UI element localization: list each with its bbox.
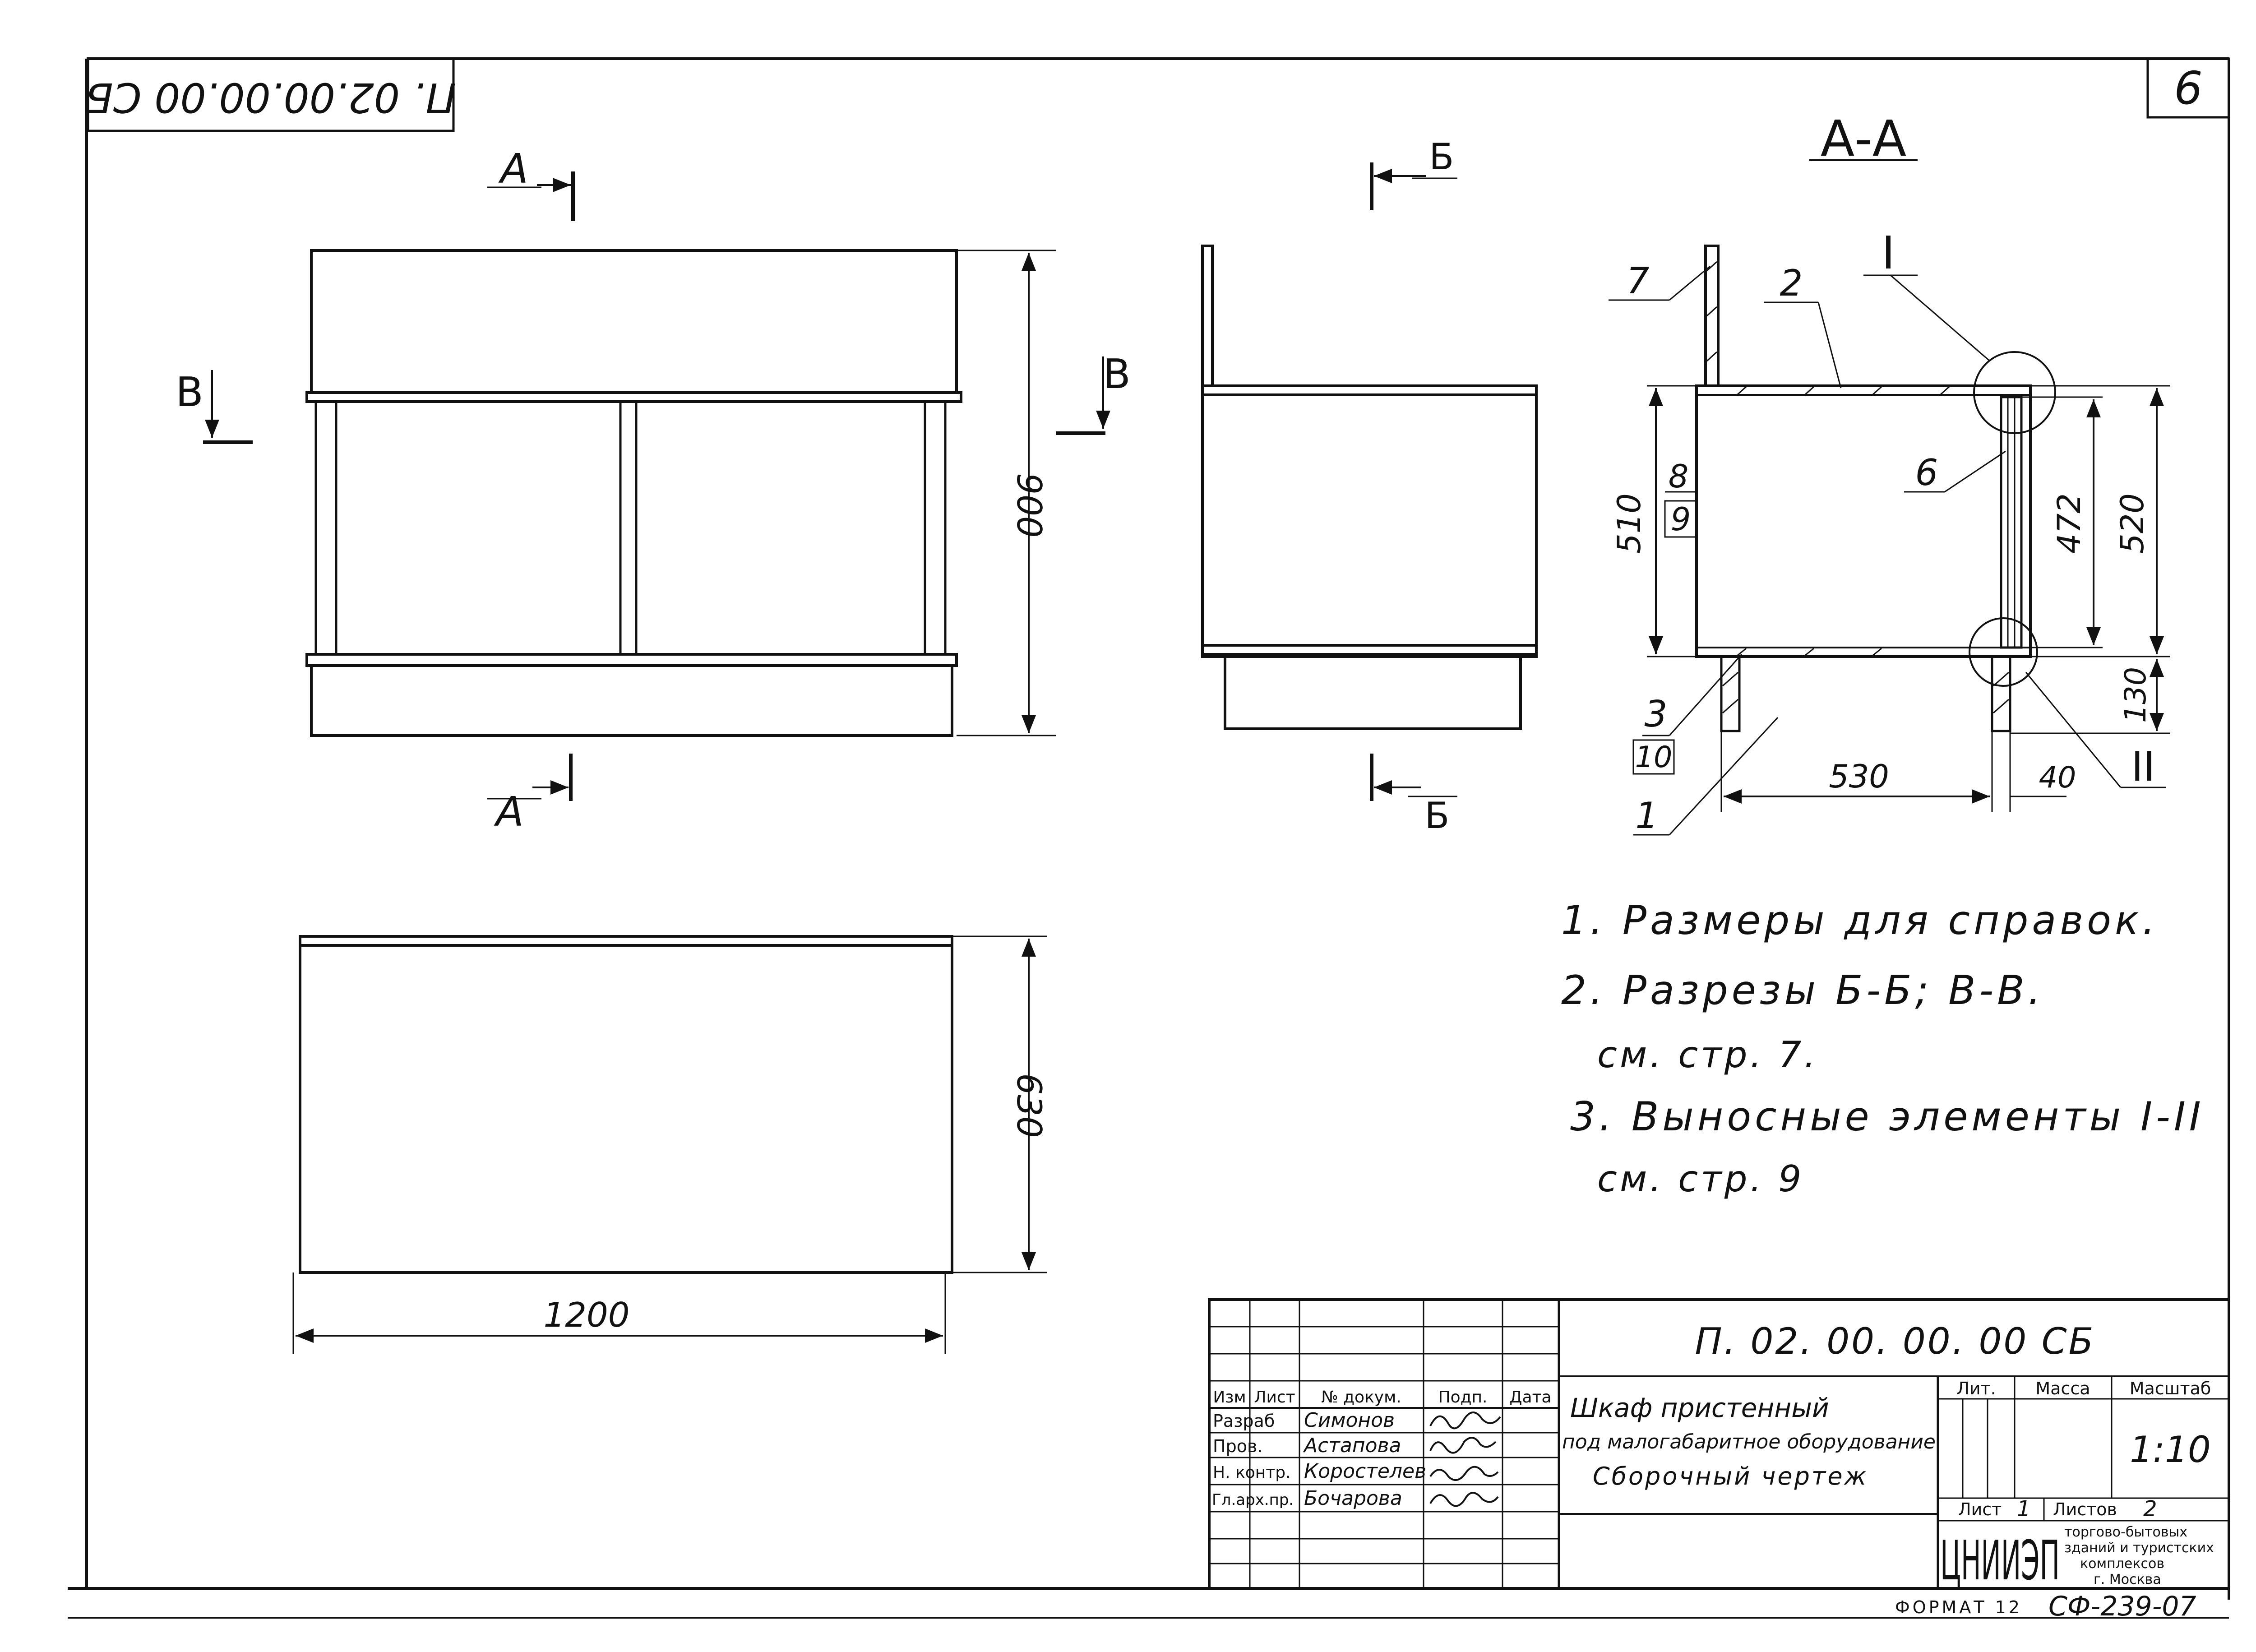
dim-depth-630: 630	[1009, 1073, 1049, 1138]
revision-grid	[1209, 1300, 1559, 1588]
note-3: 3. Выносные элементы I-II	[1570, 1093, 2205, 1140]
org-line3: комплексов	[2080, 1556, 2164, 1572]
sheet-frame	[68, 57, 2230, 1619]
section-a-a: А-А 7 2	[1609, 110, 2170, 837]
name-checker: Астапова	[1303, 1434, 1401, 1457]
section-mark-v-right: В	[1103, 351, 1131, 398]
section-mark-v-left: В	[176, 369, 203, 416]
format-label: ФОРМАТ 12	[1895, 1597, 2022, 1617]
plan-view: 630 1200	[292, 935, 1049, 1354]
rotated-code-stamp: П. 02.00.00.00 СБ	[85, 57, 456, 132]
dim-width-1200: 1200	[544, 1295, 630, 1335]
section-mark-b-bottom: Б	[1425, 795, 1450, 837]
sheet-value: 1	[2017, 1496, 2031, 1522]
col-header-date: Дата	[1509, 1388, 1551, 1407]
mass-label: Масса	[2035, 1379, 2090, 1398]
side-view: Б Б	[1201, 136, 1538, 837]
note-2-ref: см. стр. 7.	[1597, 1034, 1818, 1076]
callout-9: 9	[1671, 501, 1691, 538]
lit-label: Лит.	[1956, 1379, 1996, 1398]
detail-mark-ii: II	[2131, 743, 2155, 791]
dim-40: 40	[2039, 761, 2076, 795]
signatures	[1429, 1411, 1501, 1507]
section-mark-b-top: Б	[1429, 136, 1454, 178]
callout-2: 2	[1780, 262, 1803, 304]
front-view: 900 А А В В	[176, 145, 1131, 836]
dim-130: 130	[2119, 667, 2153, 723]
dim-height-900: 900	[1009, 473, 1049, 537]
role-chief-architect: Гл.арх.пр.	[1212, 1491, 1294, 1509]
name-chief-architect: Бочарова	[1304, 1487, 1402, 1510]
rotated-code-text: П. 02.00.00.00 СБ	[85, 74, 456, 121]
callout-7: 7	[1627, 260, 1650, 302]
sheet-label: Лист	[1958, 1499, 2002, 1519]
col-header-doc: № докум.	[1321, 1388, 1401, 1407]
dim-472: 472	[2051, 493, 2088, 554]
callout-1: 1	[1636, 795, 1659, 837]
callout-6: 6	[1915, 452, 1938, 494]
role-norm-control: Н. контр.	[1213, 1463, 1291, 1482]
callout-10: 10	[1635, 740, 1673, 774]
org-logo-text: ЦНИИЭП	[1940, 1530, 2060, 1592]
title-block: Изм Лист № докум. Подп. Дата Разраб Симо…	[1208, 1298, 2230, 1592]
section-mark-a-bottom: А	[494, 788, 524, 836]
org-line2: зданий и туристских	[2064, 1540, 2214, 1556]
product-name-line2: под малогабаритное оборудование	[1562, 1430, 1936, 1453]
name-developer: Симонов	[1304, 1409, 1395, 1432]
detail-mark-i: I	[1882, 227, 1895, 279]
product-name-line1: Шкаф пристенный	[1570, 1393, 1829, 1423]
scale-label: Масштаб	[2130, 1379, 2211, 1398]
name-norm-control: Коростелев	[1304, 1460, 1426, 1483]
org-line4: г. Москва	[2094, 1572, 2161, 1587]
note-1: 1. Размеры для справок.	[1561, 897, 2159, 944]
scale-value: 1:10	[2130, 1429, 2211, 1471]
notes: 1. Размеры для справок. 2. Разрезы Б-Б; …	[1561, 897, 2205, 1200]
col-header-list: Лист	[1254, 1388, 1295, 1407]
dim-520: 520	[2114, 493, 2151, 554]
doc-code: П. 02. 00. 00. 00 СБ	[1695, 1320, 2095, 1362]
role-checker: Пров.	[1213, 1436, 1262, 1456]
org-logo: ЦНИИЭП	[1940, 1530, 2060, 1592]
role-developer: Разраб	[1213, 1411, 1275, 1431]
sheets-label: Листов	[2053, 1499, 2117, 1519]
sheet-code: СФ-239-07	[2048, 1591, 2196, 1622]
note-2: 2. Разрезы Б-Б; В-В.	[1561, 967, 2044, 1013]
dim-530: 530	[1829, 758, 1889, 795]
org-line1: торгово-бытовых	[2064, 1524, 2187, 1540]
section-a-a-title: А-А	[1821, 110, 1906, 167]
callout-3: 3	[1645, 693, 1668, 735]
sheets-value: 2	[2143, 1496, 2157, 1522]
dim-510: 510	[1611, 493, 1648, 554]
page-number: 6	[2174, 62, 2203, 115]
callout-8: 8	[1669, 458, 1689, 495]
page-number-box: 6	[2146, 57, 2230, 119]
product-name-line3: Сборочный чертеж	[1593, 1462, 1868, 1490]
col-header-izm: Изм	[1213, 1388, 1246, 1407]
col-header-sign: Подп.	[1438, 1388, 1488, 1407]
note-3-ref: см. стр. 9	[1597, 1158, 1804, 1200]
section-mark-a-top: А	[498, 145, 528, 193]
